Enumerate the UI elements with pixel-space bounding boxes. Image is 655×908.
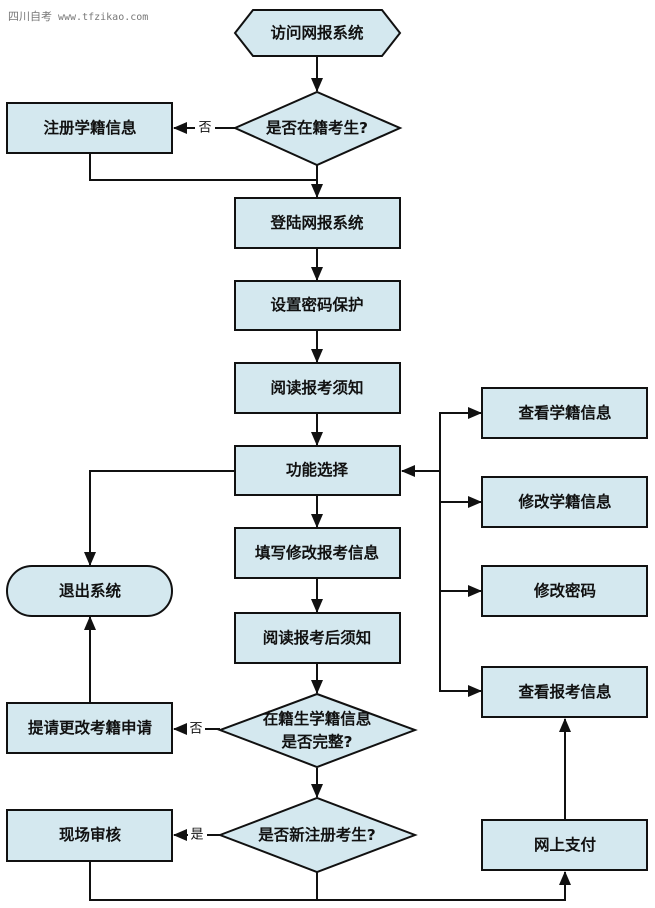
rect-shape	[6, 702, 173, 754]
node-onsite-review-label: 现场审核	[59, 825, 122, 844]
node-fill-info-label: 填写修改报考信息	[255, 543, 380, 562]
rect-shape	[234, 612, 401, 664]
node-register-info-label: 注册学籍信息	[43, 118, 137, 137]
node-edit-password: 修改密码	[481, 565, 648, 617]
node-edit-password-label: 修改密码	[533, 581, 596, 600]
node-online-pay: 网上支付	[481, 819, 648, 871]
node-exit: 退出系统	[6, 565, 173, 617]
node-exit-label: 退出系统	[59, 581, 122, 600]
node-edit-enroll-label: 修改学籍信息	[517, 492, 612, 511]
node-read-after-notice: 阅读报考后须知	[234, 612, 401, 664]
node-login: 登陆网报系统	[234, 197, 401, 249]
node-read-after-notice-label: 阅读报考后须知	[263, 628, 372, 647]
edge-label-complete-no: 否	[189, 722, 202, 737]
rect-shape	[481, 819, 648, 871]
node-view-enroll-label: 查看学籍信息	[518, 403, 612, 422]
node-info-complete-label-line1: 在籍生学籍信息	[263, 709, 372, 728]
rect-shape	[6, 102, 173, 154]
rounded-shape	[6, 565, 173, 617]
node-online-pay-label: 网上支付	[534, 835, 597, 854]
edge-label-is-new-yes: 是	[190, 828, 203, 843]
watermark: 四川自考 www.tfzikao.com	[8, 8, 148, 24]
node-onsite-review: 现场审核	[6, 809, 173, 862]
diamond-shape	[232, 90, 403, 167]
rect-shape	[234, 197, 401, 249]
node-function-select-label: 功能选择	[286, 460, 349, 479]
rect-shape	[234, 280, 401, 331]
node-is-new-label: 是否新注册考生?	[257, 825, 376, 844]
rect-shape	[6, 809, 173, 862]
edge-onsite-to-pay	[89, 862, 571, 901]
node-is-enrolled: 是否在籍考生?	[232, 90, 403, 167]
rect-shape	[481, 476, 648, 528]
node-view-exam-label: 查看报考信息	[518, 682, 612, 701]
node-info-complete-label-line2: 是否完整?	[281, 732, 353, 751]
node-login-label: 登陆网报系统	[269, 213, 364, 232]
rect-shape	[481, 387, 648, 439]
node-set-password: 设置密码保护	[234, 280, 401, 331]
node-read-notice: 阅读报考须知	[234, 362, 401, 414]
edges	[84, 56, 571, 901]
rect-shape	[234, 527, 401, 579]
diamond-shape	[217, 692, 418, 769]
edge-register-to-login	[89, 154, 317, 181]
node-apply-change-label: 提请更改考籍申请	[28, 718, 153, 737]
node-edit-enroll: 修改学籍信息	[481, 476, 648, 528]
edge-label-is-enrolled-no: 否	[198, 121, 211, 136]
node-info-complete: 在籍生学籍信息 是否完整?	[217, 692, 418, 769]
diamond-shape	[217, 796, 418, 874]
watermark-url: www.tfzikao.com	[58, 12, 149, 23]
node-function-select: 功能选择	[234, 445, 401, 496]
node-register-info: 注册学籍信息	[6, 102, 173, 154]
rect-shape	[481, 666, 648, 718]
node-start: 访问网报系统	[233, 9, 402, 57]
node-is-new: 是否新注册考生?	[217, 796, 418, 874]
node-read-notice-label: 阅读报考须知	[270, 378, 363, 397]
rect-shape	[481, 565, 648, 617]
node-set-password-label: 设置密码保护	[270, 295, 363, 314]
node-view-enroll: 查看学籍信息	[481, 387, 648, 439]
edge-function-to-exit	[84, 470, 235, 566]
hexagon-shape	[233, 9, 402, 57]
node-apply-change: 提请更改考籍申请	[6, 702, 173, 754]
node-start-label: 访问网报系统	[270, 23, 364, 42]
node-view-exam: 查看报考信息	[481, 666, 648, 718]
watermark-site-name: 四川自考	[8, 10, 52, 23]
node-is-enrolled-label: 是否在籍考生?	[265, 118, 368, 137]
node-fill-info: 填写修改报考信息	[234, 527, 401, 579]
rect-shape	[234, 445, 401, 496]
rect-shape	[234, 362, 401, 414]
